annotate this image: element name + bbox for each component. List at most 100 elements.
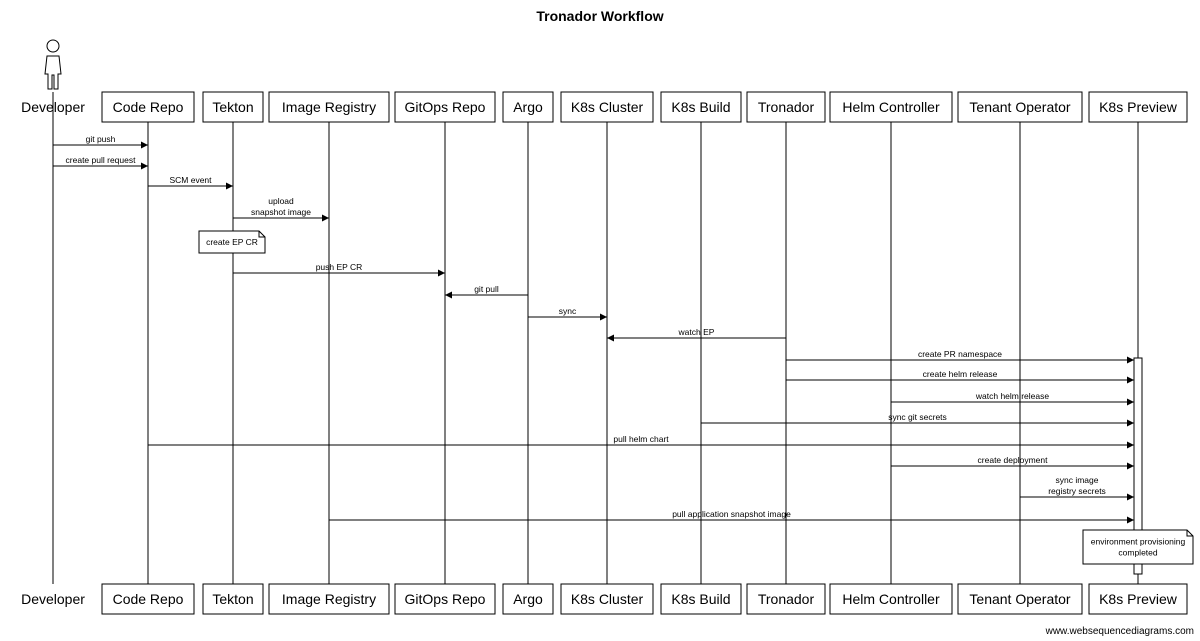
- participant-tekton-top: Tekton: [202, 91, 264, 123]
- participant-box: [268, 91, 390, 123]
- participant-box: [502, 91, 554, 123]
- note-tekton: create EP CR: [198, 230, 266, 254]
- participant-build-bottom: K8s Build: [660, 583, 742, 615]
- actor-icon: [44, 39, 62, 90]
- participant-label: Argo: [513, 99, 543, 115]
- participant-label: Image Registry: [282, 99, 376, 115]
- participant-tekton-bottom: Tekton: [202, 583, 264, 615]
- participant-box: [268, 583, 390, 615]
- message-9: create helm release: [786, 369, 1134, 384]
- participant-helm-top: Helm Controller: [829, 91, 953, 123]
- participant-box: [202, 583, 264, 615]
- participant-label: Developer: [21, 591, 85, 607]
- message-8: create PR namespace: [786, 349, 1134, 364]
- participant-box: [746, 583, 826, 615]
- participant-box: [746, 91, 826, 123]
- participant-helm-bottom: Helm Controller: [829, 583, 953, 615]
- participant-box: [502, 583, 554, 615]
- note-fold: [258, 231, 265, 238]
- participant-box: [1088, 91, 1188, 123]
- note-box: [198, 230, 266, 254]
- participant-argo-top: Argo: [502, 91, 554, 123]
- participant-label: Argo: [513, 591, 543, 607]
- participant-label: Helm Controller: [842, 99, 940, 115]
- message-label: create pull request: [66, 155, 137, 165]
- message-label: SCM event: [169, 175, 212, 185]
- participant-label: Tronador: [758, 99, 815, 115]
- participant-label: GitOps Repo: [405, 99, 486, 115]
- note-label: create EP CR: [206, 237, 258, 247]
- participant-label: Code Repo: [113, 99, 184, 115]
- message-label: sync: [559, 306, 577, 316]
- participant-dev-bottom: Developer: [21, 591, 85, 607]
- participant-box: [660, 91, 742, 123]
- participant-tenant-top: Tenant Operator: [957, 91, 1083, 123]
- participant-label: Tekton: [212, 99, 253, 115]
- footer-credit: www.websequencediagrams.com: [1045, 626, 1194, 637]
- participant-preview-bottom: K8s Preview: [1088, 583, 1188, 615]
- message-label: pull helm chart: [613, 434, 669, 444]
- message-7: watch EP: [607, 327, 786, 342]
- message-10: watch helm release: [891, 391, 1134, 406]
- participant-box: [101, 583, 195, 615]
- participant-box: [394, 583, 496, 615]
- participant-code-bottom: Code Repo: [101, 583, 195, 615]
- participant-tronador-bottom: Tronador: [746, 583, 826, 615]
- message-label: sync git secrets: [888, 412, 947, 422]
- participant-label: Tekton: [212, 591, 253, 607]
- participant-dev-top: Developer: [21, 39, 85, 115]
- message-13: create deployment: [891, 455, 1134, 470]
- message-label: push EP CR: [316, 262, 363, 272]
- participant-tenant-bottom: Tenant Operator: [957, 583, 1083, 615]
- note-box: [1082, 529, 1194, 565]
- participant-box: [394, 91, 496, 123]
- message-11: sync git secrets: [701, 412, 1134, 427]
- participant-label: K8s Build: [671, 591, 730, 607]
- participant-box: [957, 583, 1083, 615]
- participant-label: Developer: [21, 99, 85, 115]
- participant-box: [829, 583, 953, 615]
- message-label: create deployment: [978, 455, 1049, 465]
- participant-box: [560, 583, 654, 615]
- participant-label: Code Repo: [113, 591, 184, 607]
- participant-box: [202, 91, 264, 123]
- participant-label: GitOps Repo: [405, 591, 486, 607]
- participant-box: [101, 91, 195, 123]
- message-2: SCM event: [148, 175, 233, 190]
- participant-label: Tronador: [758, 591, 815, 607]
- participant-box: [660, 583, 742, 615]
- participant-box: [829, 91, 953, 123]
- participant-gitops-bottom: GitOps Repo: [394, 583, 496, 615]
- message-label: create PR namespace: [918, 349, 1002, 359]
- message-label: git pull: [474, 284, 499, 294]
- message-label: create helm release: [923, 369, 998, 379]
- participant-label: Helm Controller: [842, 591, 940, 607]
- participant-box: [957, 91, 1083, 123]
- message-label: watch EP: [678, 327, 715, 337]
- participant-registry-top: Image Registry: [268, 91, 390, 123]
- participant-label: K8s Cluster: [571, 591, 644, 607]
- message-5: git pull: [445, 284, 528, 299]
- participant-argo-bottom: Argo: [502, 583, 554, 615]
- message-4: push EP CR: [233, 262, 445, 277]
- message-1: create pull request: [53, 155, 148, 170]
- participant-code-top: Code Repo: [101, 91, 195, 123]
- participant-label: Tenant Operator: [969, 591, 1071, 607]
- participant-k8s-bottom: K8s Cluster: [560, 583, 654, 615]
- participant-tronador-top: Tronador: [746, 91, 826, 123]
- message-label: git push: [86, 134, 116, 144]
- participant-build-top: K8s Build: [660, 91, 742, 123]
- message-label: watch helm release: [975, 391, 1050, 401]
- participant-label: K8s Preview: [1099, 591, 1178, 607]
- message-12: pull helm chart: [148, 434, 1134, 449]
- participant-registry-bottom: Image Registry: [268, 583, 390, 615]
- participant-label: Image Registry: [282, 591, 376, 607]
- note-fold: [1186, 530, 1193, 537]
- message-6: sync: [528, 306, 607, 321]
